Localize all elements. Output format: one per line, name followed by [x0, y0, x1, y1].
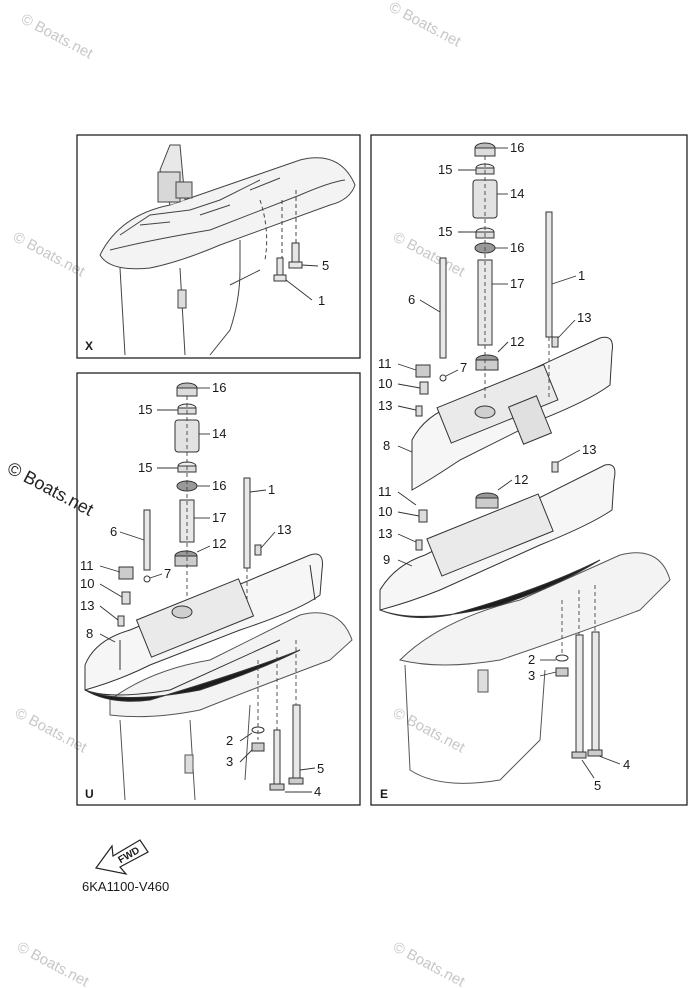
callout-5: 5 — [594, 778, 601, 793]
leader-lines-u — [99, 387, 316, 793]
panel-e: 16 15 14 15 16 1 17 6 13 12 11 7 10 13 8… — [370, 134, 688, 806]
callout-15: 15 — [438, 224, 452, 239]
callout-13: 13 — [277, 522, 291, 537]
lower-casing-illustration-x — [99, 144, 356, 356]
watermark: © Boats.net — [390, 705, 468, 757]
callout-13: 13 — [577, 310, 591, 325]
panel-tag-e: E — [380, 787, 388, 801]
callout-3: 3 — [528, 668, 535, 683]
callout-12: 12 — [514, 472, 528, 487]
spacer-plate-9 — [379, 464, 616, 619]
callout-6: 6 — [408, 292, 415, 307]
callout-9: 9 — [383, 552, 390, 567]
callout-13: 13 — [80, 598, 94, 613]
callout-10: 10 — [80, 576, 94, 591]
bolts-x — [273, 242, 303, 282]
watermark: © Boats.net — [12, 705, 90, 757]
callout-17: 17 — [510, 276, 524, 291]
callout-5: 5 — [317, 761, 324, 776]
callout-8: 8 — [86, 626, 93, 641]
part-code: 6KA1100-V460 — [82, 879, 169, 894]
callout-16: 16 — [212, 380, 226, 395]
callout-7: 7 — [460, 360, 467, 375]
leader-lines-e — [397, 147, 621, 779]
spacer-plate-8 — [411, 336, 613, 491]
lower-casing-illustration-e — [399, 552, 671, 784]
side-watermark: © Boats.net — [4, 458, 97, 520]
callout-14: 14 — [510, 186, 524, 201]
callout-16: 16 — [212, 478, 226, 493]
callout-5: 5 — [322, 258, 329, 273]
lower-casing-illustration-u — [109, 612, 353, 801]
callout-10: 10 — [378, 376, 392, 391]
callout-15: 15 — [138, 460, 152, 475]
watermark: © Boats.net — [390, 939, 468, 988]
parts-stack-u — [117, 382, 304, 791]
callout-13: 13 — [582, 442, 596, 457]
callout-15: 15 — [438, 162, 452, 177]
guide-lines-u — [186, 396, 297, 740]
callout-3: 3 — [226, 754, 233, 769]
callout-16: 16 — [510, 240, 524, 255]
guide-lines-e — [484, 156, 596, 655]
callout-11: 11 — [378, 484, 392, 499]
callout-13: 13 — [378, 526, 392, 541]
callout-15: 15 — [138, 402, 152, 417]
callout-2: 2 — [528, 652, 535, 667]
callout-11: 11 — [378, 356, 392, 371]
callout-4: 4 — [623, 757, 630, 772]
callout-8: 8 — [383, 438, 390, 453]
panel-u: 16 15 14 15 16 17 1 6 13 12 11 7 10 13 8… — [76, 372, 361, 806]
leader-lines-x — [285, 264, 319, 301]
fwd-arrow-icon: FWD — [94, 839, 149, 875]
callout-10: 10 — [378, 504, 392, 519]
panel-tag-u: U — [85, 787, 94, 801]
callout-1: 1 — [268, 482, 275, 497]
callout-1: 1 — [578, 268, 585, 283]
callout-16: 16 — [510, 140, 524, 155]
callout-6: 6 — [110, 524, 117, 539]
callout-14: 14 — [212, 426, 226, 441]
spacer-plate-u — [84, 553, 323, 702]
watermark: © Boats.net — [18, 11, 96, 63]
callout-13: 13 — [378, 398, 392, 413]
fwd-label: FWD — [117, 845, 142, 866]
watermark: © Boats.net — [386, 0, 464, 51]
panel-x: 5 1 X — [76, 134, 361, 359]
callout-1: 1 — [318, 293, 325, 308]
callout-17: 17 — [212, 510, 226, 525]
callout-12: 12 — [510, 334, 524, 349]
watermark: © Boats.net — [14, 939, 92, 988]
callout-4: 4 — [314, 784, 321, 799]
callout-2: 2 — [226, 733, 233, 748]
callout-11: 11 — [80, 558, 94, 573]
parts-stack-e — [415, 142, 603, 759]
panel-tag-x: X — [85, 339, 93, 353]
callout-7: 7 — [164, 566, 171, 581]
callout-12: 12 — [212, 536, 226, 551]
watermark: © Boats.net — [390, 229, 468, 281]
